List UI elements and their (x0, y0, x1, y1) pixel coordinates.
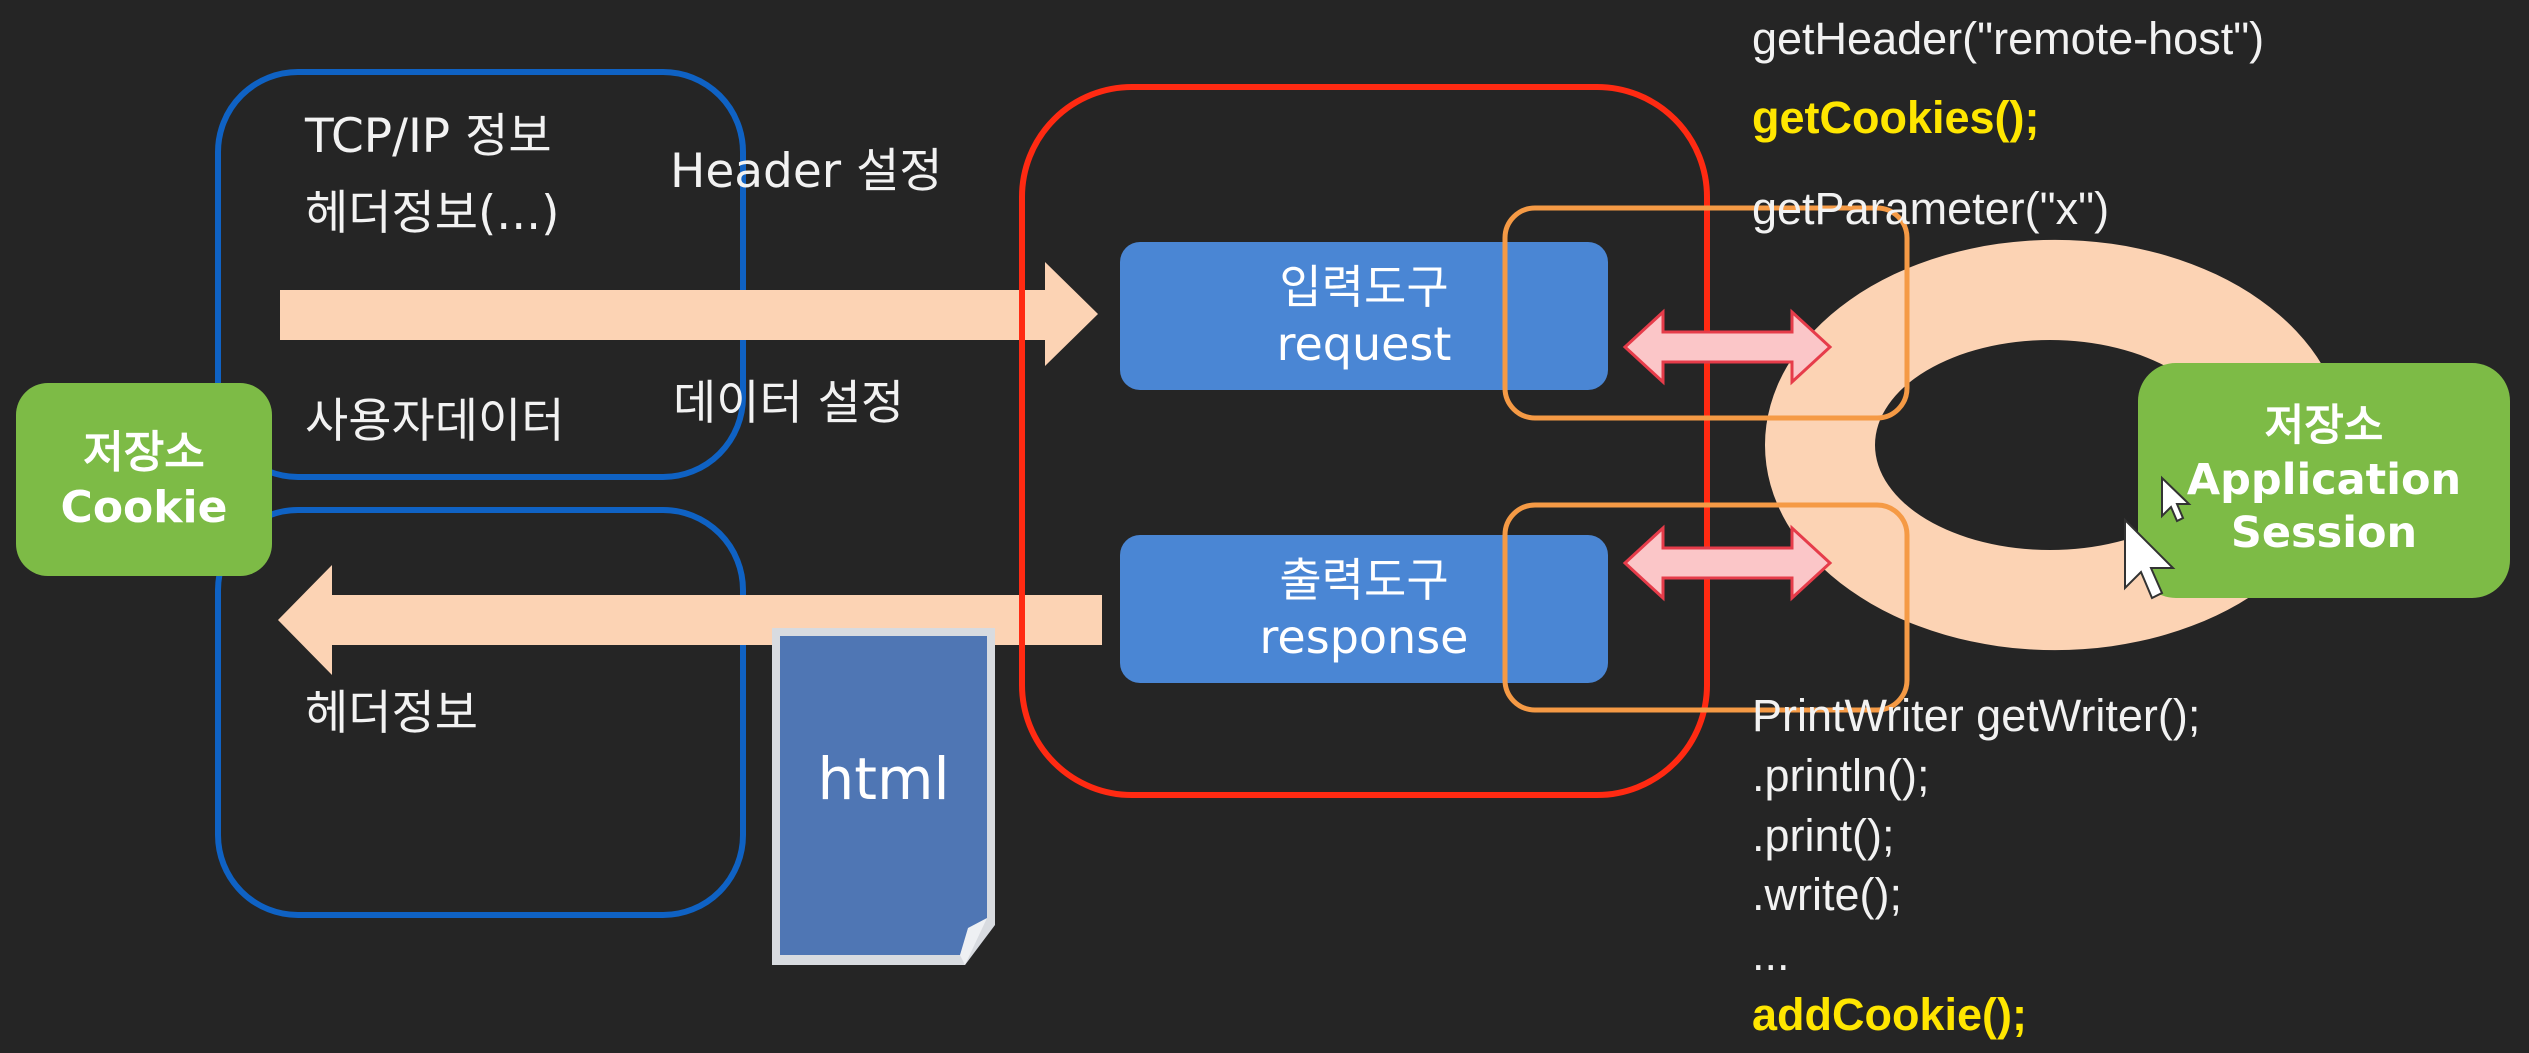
output-tool-box (1120, 535, 1608, 683)
print-code: .print(); (1752, 810, 1895, 861)
output-tool-label: 출력도구 response (1120, 535, 1608, 683)
double-arrow-icon (1622, 308, 1833, 386)
incoming-arrow (280, 262, 1098, 366)
html-document-label: html (817, 745, 950, 813)
input-tool-name: request (1276, 317, 1452, 371)
ellipsis-code: ... (1752, 929, 1790, 980)
get-writer-code: PrintWriter getWriter(); (1752, 690, 2201, 741)
mouse-pointer-icon (2161, 475, 2192, 523)
output-tool-name: response (1259, 610, 1469, 664)
session-store-application: Application (2186, 454, 2462, 505)
header-setting-label: Header 설정 (670, 144, 943, 199)
response-frame (215, 507, 746, 918)
cookie-store-name: Cookie (60, 481, 228, 533)
input-tool-box (1120, 242, 1608, 390)
write-code: .write(); (1752, 869, 1902, 920)
input-tool-title: 입력도구 (1279, 259, 1449, 314)
mouse-pointer-icon (2124, 517, 2176, 600)
user-data-label: 사용자데이터 (305, 394, 565, 449)
request-connector-frame (1502, 205, 1910, 421)
request-frame (215, 69, 746, 480)
output-tool-title: 출력도구 (1279, 552, 1449, 607)
println-code: .println(); (1752, 750, 1930, 801)
outgoing-arrow (278, 565, 1102, 675)
data-setting-label: 데이터 설정 (673, 376, 905, 431)
double-arrow-icon (1622, 524, 1833, 602)
cookie-store-title: 저장소 (83, 426, 205, 478)
html-document-icon (772, 628, 995, 965)
session-store-label: 저장소 Application Session (2138, 363, 2510, 598)
response-connector-frame (1502, 502, 1910, 713)
input-tool-label: 입력도구 request (1120, 242, 1608, 390)
request-headers-label: 헤더정보(...) (305, 186, 560, 241)
get-cookies-code: getCookies(); (1752, 92, 2040, 143)
response-headers-label: 헤더정보 (305, 686, 478, 741)
add-cookie-code: addCookie(); (1752, 989, 2027, 1040)
cookie-store-label: 저장소 Cookie (16, 383, 272, 576)
session-store-box (2138, 363, 2510, 598)
servlet-frame (1019, 84, 1710, 798)
tcpip-info-label: TCP/IP 정보 (305, 109, 552, 164)
session-store-title: 저장소 (2264, 400, 2384, 451)
get-parameter-code: getParameter("x") (1752, 183, 2110, 234)
cookie-store-box (16, 383, 272, 576)
get-header-code: getHeader("remote-host") (1752, 13, 2265, 64)
session-store-session: Session (2230, 508, 2418, 559)
